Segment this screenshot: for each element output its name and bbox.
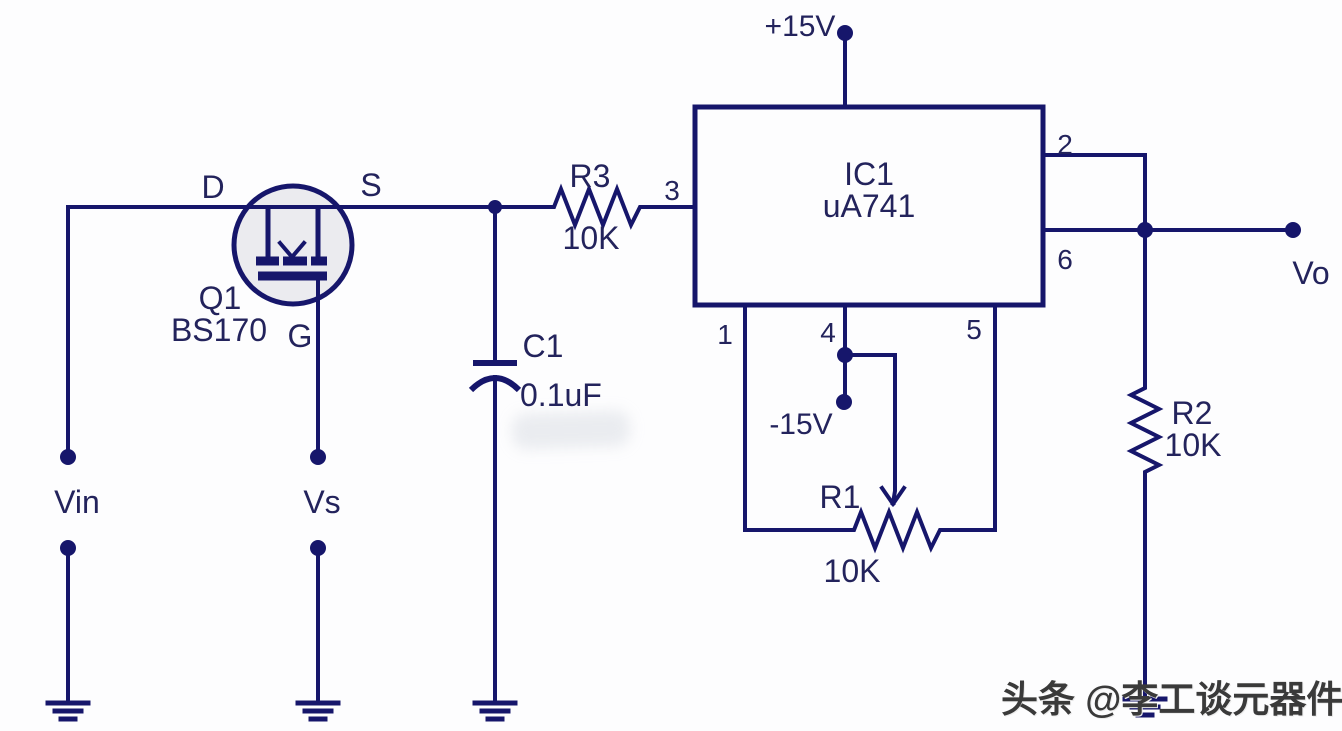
ground-symbol-vin: [45, 700, 91, 722]
mosfet-q1-symbol: [231, 183, 355, 307]
q1-part-number: BS170: [171, 312, 267, 348]
wires: [66, 38, 1295, 703]
resistor-r1-zigzag: [845, 506, 949, 554]
ic1-pin2-number: 2: [1057, 129, 1073, 160]
c1-curved-plate: [468, 375, 522, 393]
ground-symbol-c1: [472, 700, 518, 722]
vin-terminal-dot-lower: [60, 540, 76, 556]
ic1-pin3-number: 3: [664, 175, 680, 206]
resistor-r3-zigzag: [545, 183, 697, 231]
vee-label: -15V: [769, 408, 832, 441]
watermark-text: 头条 @李工谈元器件: [1001, 679, 1342, 720]
r1-value: 10K: [824, 553, 881, 589]
vs-terminal-dot-upper: [310, 449, 326, 465]
vo-terminal-dot: [1285, 222, 1301, 238]
q1-drain-label: D: [201, 169, 224, 205]
vo-label: Vo: [1292, 255, 1329, 291]
c1-designator: C1: [523, 328, 564, 364]
r2-designator: R2: [1172, 395, 1213, 431]
r1-designator: R1: [820, 479, 861, 515]
mosfet-body-circle: [231, 183, 355, 307]
vee-terminal-dot: [836, 394, 852, 410]
q1-gate-label: G: [288, 318, 313, 354]
vcc-label: +15V: [765, 10, 836, 43]
vin-label: Vin: [54, 484, 100, 520]
mosfet-arrow-icon: [277, 240, 307, 260]
nodes: [60, 25, 1301, 556]
resistor-r2-zigzag: [1126, 380, 1164, 484]
r3-designator: R3: [570, 158, 611, 194]
vs-terminal-dot-lower: [310, 540, 326, 556]
ic1-pin5-number: 5: [966, 314, 982, 345]
vs-label: Vs: [303, 484, 340, 520]
r3-value: 10K: [563, 220, 620, 256]
wire-pin5-to-r1: [945, 303, 997, 532]
wire-pin1-to-r1: [743, 303, 849, 532]
ground-symbol-r2: [1122, 696, 1168, 718]
vin-terminal-dot-upper: [60, 449, 76, 465]
source-node-dot: [488, 200, 502, 214]
c1-value: 0.1uF: [520, 377, 602, 413]
wire-r1-wiper: [843, 353, 897, 506]
ic1-part-number: uA741: [823, 188, 916, 224]
ic1-pin4-number: 4: [820, 317, 836, 348]
opamp-ic1-box: [692, 104, 1046, 308]
ic1-pin6-number: 6: [1057, 244, 1073, 275]
pin4-node-dot: [837, 347, 853, 363]
capacitor-c1-symbol: [468, 360, 522, 393]
vcc-terminal-dot: [837, 25, 853, 41]
mosfet-q1-internals: [256, 206, 327, 281]
ic1-pin1-number: 1: [717, 319, 733, 350]
r1-wiper-arrowhead: [879, 485, 907, 507]
wire-pin2-feedback: [1041, 153, 1147, 232]
ic1-designator: IC1: [844, 156, 894, 192]
ground-symbol-vs: [295, 700, 341, 722]
q1-designator: Q1: [199, 280, 242, 316]
r2-value: 10K: [1165, 427, 1222, 463]
q1-source-label: S: [360, 167, 381, 203]
output-node-dot: [1137, 222, 1153, 238]
